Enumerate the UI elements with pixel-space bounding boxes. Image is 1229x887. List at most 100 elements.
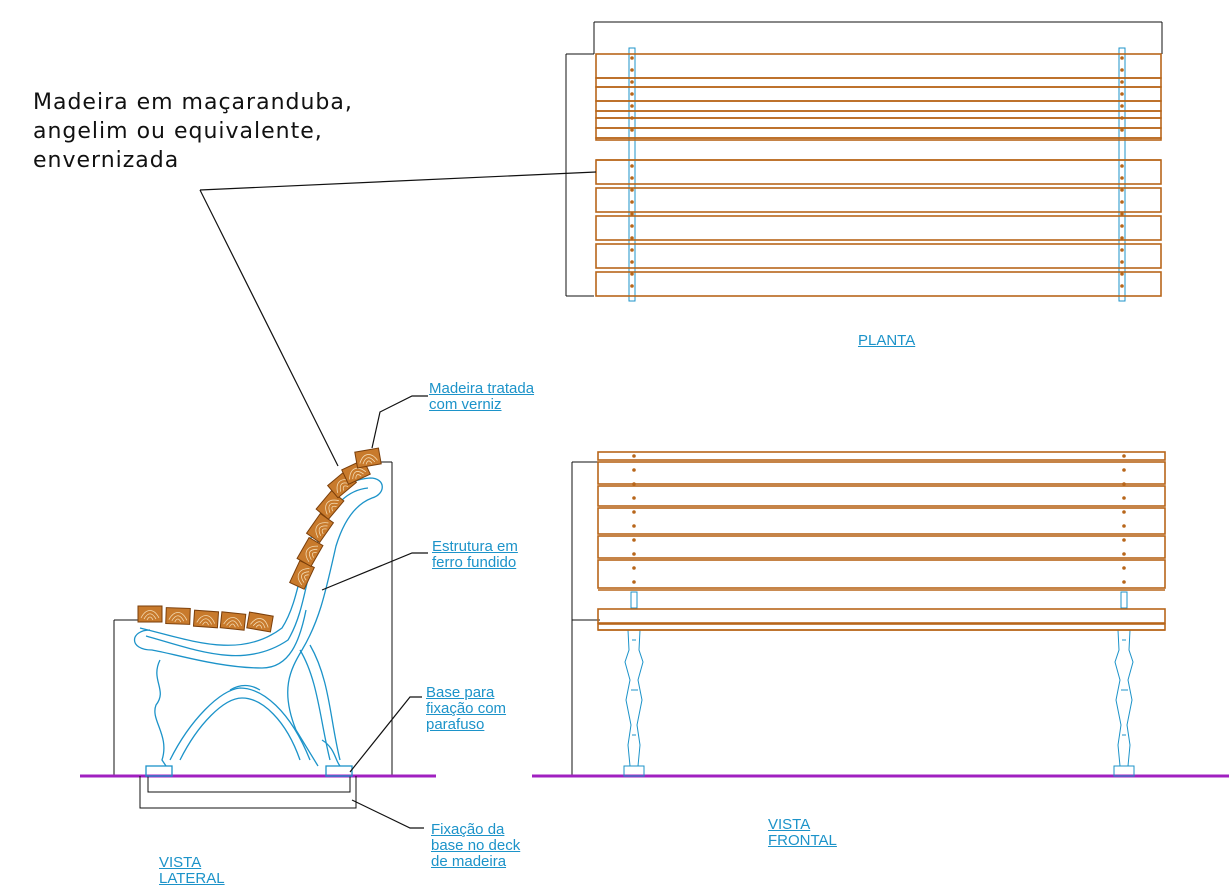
front-bolt <box>632 566 636 570</box>
plan-bolt <box>630 284 634 288</box>
plan-bolt <box>630 260 634 264</box>
front-bolt <box>632 524 636 528</box>
front-view <box>532 451 1229 778</box>
front-bolt <box>632 468 636 472</box>
plan-slat <box>595 159 1162 185</box>
side-slat-grain <box>315 522 329 538</box>
plan-bolt <box>630 116 634 120</box>
structure-label: Estrutura em ferro fundido <box>432 538 518 571</box>
side-slat <box>165 607 191 625</box>
front-slat <box>597 485 1166 507</box>
plan-slat <box>595 243 1162 269</box>
planta-title: PLANTA <box>858 332 916 349</box>
plan-bolt <box>630 128 634 132</box>
plan-bolt <box>630 236 634 240</box>
plan-bolt <box>630 68 634 72</box>
material-note-line-3: envernizada <box>33 148 180 173</box>
plan-bolt <box>1120 272 1124 276</box>
front-bolt <box>1122 580 1126 584</box>
side-view-title: VISTA LATERAL <box>159 854 225 887</box>
plan-bolt <box>1120 116 1124 120</box>
plan-bolt <box>630 212 634 216</box>
plan-bolt <box>1120 188 1124 192</box>
plan-slat <box>595 187 1162 213</box>
front-slat <box>597 451 1166 461</box>
plan-slat <box>595 110 1162 119</box>
side-slat-grain <box>140 610 160 621</box>
material-note-line-2: angelim ou equivalente, <box>33 119 323 144</box>
side-iron-frame <box>134 477 383 777</box>
front-slats <box>597 451 1166 631</box>
side-slat-grain <box>196 615 216 626</box>
plan-slat <box>595 53 1162 79</box>
front-bolt <box>1122 482 1126 486</box>
front-slat <box>597 507 1166 535</box>
front-view-title: VISTA FRONTAL <box>768 816 837 849</box>
plan-bolt <box>1120 284 1124 288</box>
front-bolt <box>632 580 636 584</box>
side-slat <box>192 609 220 629</box>
front-bolt <box>1122 524 1126 528</box>
plan-slat <box>595 215 1162 241</box>
side-slat <box>246 611 274 633</box>
plan-bolt <box>630 188 634 192</box>
plan-bolt <box>630 176 634 180</box>
side-slats <box>137 447 382 633</box>
plan-bolt <box>1120 104 1124 108</box>
plan-view <box>565 21 1163 302</box>
front-bolt <box>1122 510 1126 514</box>
side-slat-grain <box>250 618 269 629</box>
front-leg-right <box>1113 629 1135 777</box>
plan-slat <box>595 77 1162 88</box>
side-slat <box>219 611 247 631</box>
front-bolt <box>632 496 636 500</box>
material-note: Madeira em maçaranduba, angelim ou equiv… <box>33 88 353 175</box>
plan-bolt <box>1120 248 1124 252</box>
plan-bolt <box>1120 176 1124 180</box>
wood-treated-label: Madeira tratada com verniz <box>429 380 535 413</box>
plan-slat <box>595 127 1162 139</box>
side-slat-grain <box>223 617 242 628</box>
plan-slat <box>595 271 1162 297</box>
front-bolt <box>632 482 636 486</box>
plan-bolt <box>630 164 634 168</box>
plan-bolt <box>630 272 634 276</box>
plan-bolt <box>1120 68 1124 72</box>
plan-slat <box>595 117 1162 129</box>
plan-bolt <box>630 248 634 252</box>
side-slat-grain <box>297 568 310 586</box>
plan-slats <box>595 53 1162 297</box>
front-bolt <box>1122 538 1126 542</box>
leader-lines <box>199 171 597 829</box>
side-view <box>80 447 436 809</box>
plan-bolt <box>630 224 634 228</box>
side-slat-grain <box>359 454 378 465</box>
side-slat <box>137 605 163 623</box>
side-slat <box>354 447 382 469</box>
front-slat <box>597 608 1166 624</box>
plan-bolt <box>1120 236 1124 240</box>
material-note-line-1: Madeira em maçaranduba, <box>33 90 353 115</box>
plan-bolt <box>630 200 634 204</box>
front-bolt <box>632 510 636 514</box>
plan-slat <box>595 100 1162 112</box>
front-bolt <box>632 552 636 556</box>
front-slat <box>597 623 1166 631</box>
deck-fixing-label: Fixação da base no deck de madeira <box>431 821 521 870</box>
front-leg-left <box>623 629 645 777</box>
plan-bolt <box>1120 224 1124 228</box>
plan-slat <box>595 137 1162 141</box>
plan-bolt <box>630 92 634 96</box>
side-slat-grain <box>305 545 318 563</box>
plan-bolt <box>1120 92 1124 96</box>
front-bolt <box>1122 454 1126 458</box>
front-slat <box>597 559 1166 589</box>
front-slat <box>597 461 1166 485</box>
front-bolt <box>632 538 636 542</box>
plan-bolt <box>1120 56 1124 60</box>
plan-bolt <box>1120 80 1124 84</box>
side-slat-grain <box>168 612 188 623</box>
plan-bolt <box>630 56 634 60</box>
plan-bolt <box>1120 164 1124 168</box>
